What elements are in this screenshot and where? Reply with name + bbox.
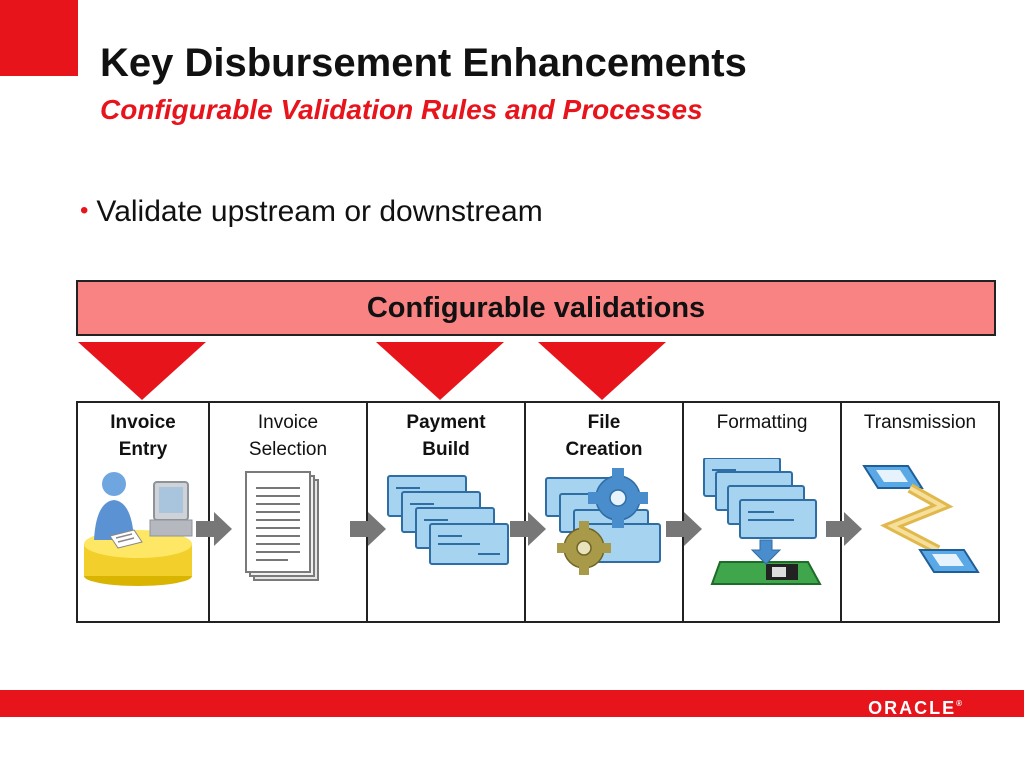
- flow-arrow-3: [510, 512, 546, 546]
- stage-label: Invoice Entry: [110, 412, 176, 460]
- configurable-validations-bar: Configurable validations: [76, 280, 996, 336]
- bullet-dot-icon: •: [80, 197, 89, 224]
- process-flow-table: Invoice Entry Invoice Selection: [76, 401, 1000, 623]
- slide-subtitle: Configurable Validation Rules and Proces…: [100, 94, 703, 125]
- stage-label: Invoice Selection: [248, 412, 328, 460]
- flow-arrow-1: [196, 512, 232, 546]
- stage-payment-build: Payment Build: [368, 403, 526, 621]
- slide-title: Key Disbursement Enhancements: [100, 41, 747, 85]
- gears-icon: [545, 468, 661, 575]
- stage-file-creation: File Creation: [526, 403, 684, 621]
- stage-invoice-selection: Invoice Selection: [210, 403, 368, 621]
- desk-user-icon: [84, 472, 193, 586]
- network-icon: [862, 465, 980, 573]
- bullet-item: • Validate upstream or downstream: [80, 193, 543, 230]
- bullet-text: Validate upstream or downstream: [96, 195, 543, 228]
- validation-pointer-file-creation: [538, 342, 666, 400]
- stage-transmission: Transmission: [842, 403, 998, 621]
- flow-arrow-4: [666, 512, 702, 546]
- checks-disk-icon: [703, 458, 822, 585]
- stage-invoice-entry: Invoice Entry: [78, 403, 210, 621]
- stage-formatting: Formatting: [684, 403, 842, 621]
- oracle-logo-text: ORACLE: [868, 698, 957, 718]
- oracle-logo: ORACLE®: [868, 694, 962, 718]
- validation-pointer-payment-build: [376, 342, 504, 400]
- stage-label: Formatting: [716, 412, 808, 433]
- document-stack-icon: [245, 471, 319, 581]
- check-stack-icon: [387, 475, 509, 565]
- validation-pointer-invoice-entry: [78, 342, 206, 400]
- corner-accent-block: [0, 0, 78, 76]
- stage-label: Transmission: [863, 412, 977, 433]
- flow-arrow-5: [826, 512, 862, 546]
- footer-bar: [0, 690, 1024, 717]
- stage-label: File Creation: [565, 412, 643, 460]
- flow-arrow-2: [350, 512, 386, 546]
- stage-label: Payment Build: [406, 412, 486, 460]
- registered-mark: ®: [956, 699, 962, 708]
